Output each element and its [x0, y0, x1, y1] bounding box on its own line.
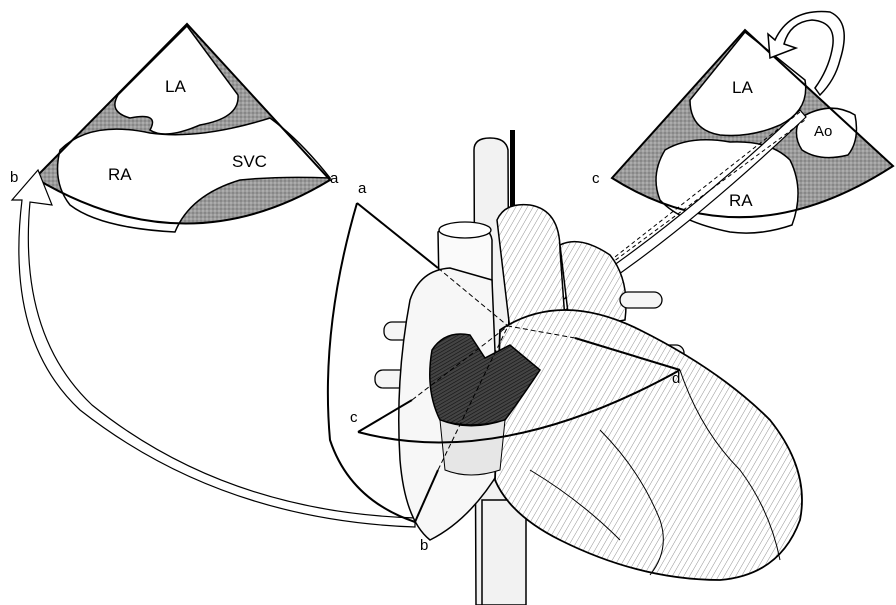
plane-b-label: b	[420, 537, 428, 554]
left-edge-a-label: a	[330, 170, 339, 187]
left-edge-b-label: b	[10, 169, 18, 186]
right-la-label: LA	[732, 78, 753, 97]
right-edge-c-label: c	[592, 170, 600, 187]
plane-a-edge	[357, 203, 438, 268]
pulmonary-vein-3	[620, 292, 662, 308]
ventricle-body	[495, 310, 802, 580]
plane-d-label: d	[672, 370, 680, 387]
left-svc-label: SVC	[232, 152, 267, 171]
left-echo-view: LA RA SVC b a	[10, 24, 339, 232]
right-ra-label: RA	[729, 191, 753, 210]
plane-c-label: c	[350, 409, 358, 426]
plane-a-label: a	[358, 180, 367, 197]
svc-opening	[439, 222, 491, 238]
atrial-wall-light	[440, 420, 505, 475]
left-ra-label: RA	[108, 165, 132, 184]
tube-lower	[482, 500, 526, 605]
left-curved-arrow-icon	[12, 170, 415, 527]
right-ao-label: Ao	[814, 123, 832, 140]
left-la-label: LA	[165, 77, 186, 96]
right-echo-view: LA RA Ao c	[592, 12, 893, 234]
